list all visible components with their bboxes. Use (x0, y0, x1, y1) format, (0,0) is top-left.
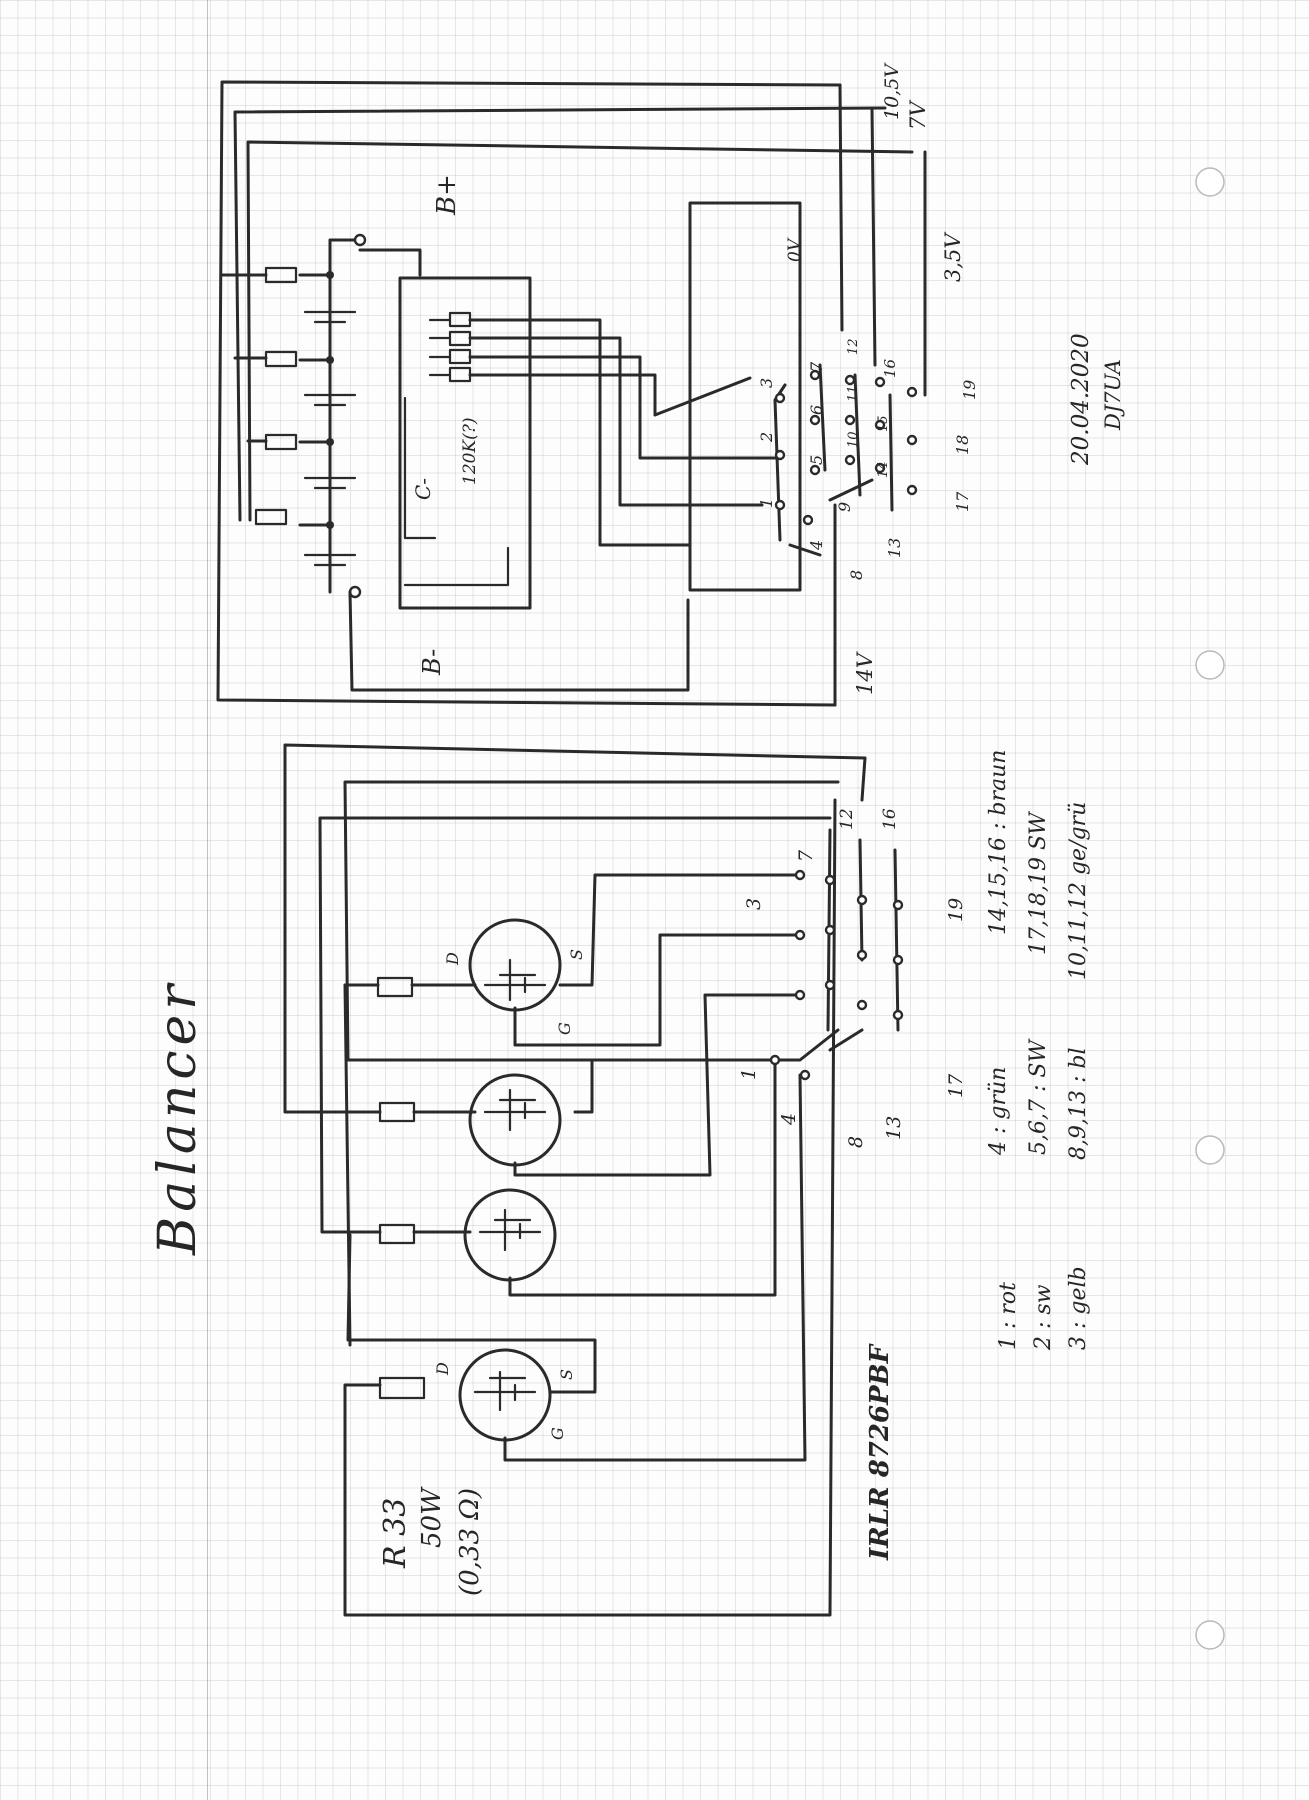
binder-holes (1195, 167, 1225, 1650)
legend-item-5: 5,6,7 : SW (1026, 1038, 1051, 1155)
bottom-pin-8: 8 (845, 1136, 867, 1148)
label-gate-1: G (555, 1022, 574, 1035)
label-drain-4: D (433, 1362, 452, 1376)
top-pin-5: 5 (807, 455, 826, 465)
bottom-pin-4: 4 (778, 1113, 800, 1126)
top-pin-3: 3 (757, 378, 776, 388)
top-pin-9: 9 (835, 502, 854, 512)
bottom-pin-13: 13 (883, 1116, 905, 1140)
bottom-pin-1: 1 (738, 1068, 760, 1080)
label-c-minus: C- (411, 478, 435, 500)
top-pin-12: 12 (846, 338, 861, 355)
terminal-labels: D S G D S G (433, 949, 586, 1440)
bottom-pin-19: 19 (945, 898, 967, 922)
top-pin-17: 17 (953, 491, 972, 512)
transistor-part-label: IRLR 8726PBF (865, 1343, 895, 1561)
label-gate-4: G (548, 1427, 567, 1440)
top-pin-15: 15 (876, 415, 891, 432)
bottom-pin-12: 12 (837, 808, 857, 830)
top-pin-16: 16 (881, 358, 899, 378)
bottom-pin-17: 17 (945, 1073, 967, 1098)
voltage-label-10-5v: 10,5V (881, 62, 903, 120)
top-pin-6: 6 (807, 405, 826, 415)
label-drain-1: D (443, 952, 462, 966)
top-pin-19: 19 (960, 380, 979, 400)
top-schematic (216, 80, 927, 707)
date-label: 20.04.2020 (1068, 333, 1094, 466)
legend-item-8: 17,18,19 SW (1026, 810, 1051, 955)
top-pin-4: 4 (807, 540, 826, 551)
legend-item-1: 1 : rot (996, 1282, 1021, 1350)
bottom-pin-16: 16 (880, 808, 900, 830)
voltage-label-14v: 14V (853, 651, 877, 695)
voltage-label-3-5v: 3,5V (941, 232, 965, 282)
top-pin-numbers: 1 2 3 4 5 6 7 8 9 10 11 12 13 14 15 16 1… (757, 338, 979, 580)
diagram-title: Balancer (148, 980, 208, 1256)
legend-item-7: 14,15,16 : braun (986, 750, 1011, 935)
page-margin-line (207, 0, 208, 1800)
bottom-pin-7: 7 (795, 849, 817, 862)
top-pin-2: 2 (757, 432, 776, 443)
bottom-pin-numbers: 1 3 4 7 8 12 13 16 17 19 (738, 808, 967, 1148)
wire-color-legend: 1 : rot 2 : sw 3 : gelb 4 : grün 5,6,7 :… (986, 750, 1091, 1351)
voltage-label-0v: 0V (785, 237, 805, 262)
label-b-minus: B- (418, 649, 446, 676)
resistor-label-line-3: (0,33 Ω) (455, 1488, 485, 1596)
top-pin-18: 18 (953, 435, 972, 455)
author-label: DJ7UA (1101, 359, 1125, 431)
label-b-plus: B+ (432, 174, 462, 216)
legend-item-6: 8,9,13 : bl (1066, 1048, 1091, 1161)
top-pin-14: 14 (876, 461, 891, 478)
legend-item-2: 2 : sw (1031, 1284, 1056, 1351)
legend-item-4: 4 : grün (986, 1067, 1011, 1156)
voltage-label-7v: 7V (906, 100, 930, 130)
bottom-schematic (283, 743, 904, 1617)
top-pin-8: 8 (847, 570, 866, 580)
label-source-1: S (567, 949, 586, 960)
label-resistors: 120K(?) (460, 417, 480, 485)
top-pin-7: 7 (807, 361, 826, 372)
top-pin-11: 11 (846, 385, 861, 402)
label-source-4: S (557, 1369, 576, 1380)
legend-item-3: 3 : gelb (1066, 1266, 1091, 1350)
top-pin-1: 1 (757, 498, 776, 508)
legend-item-9: 10,11,12 ge/grü (1066, 802, 1091, 980)
resistor-label-line-1: R 33 (378, 1498, 413, 1569)
top-pin-10: 10 (846, 431, 861, 448)
bottom-pin-3: 3 (743, 898, 765, 910)
top-pin-13: 13 (885, 538, 904, 558)
resistor-label-line-2: 50W (417, 1486, 447, 1548)
